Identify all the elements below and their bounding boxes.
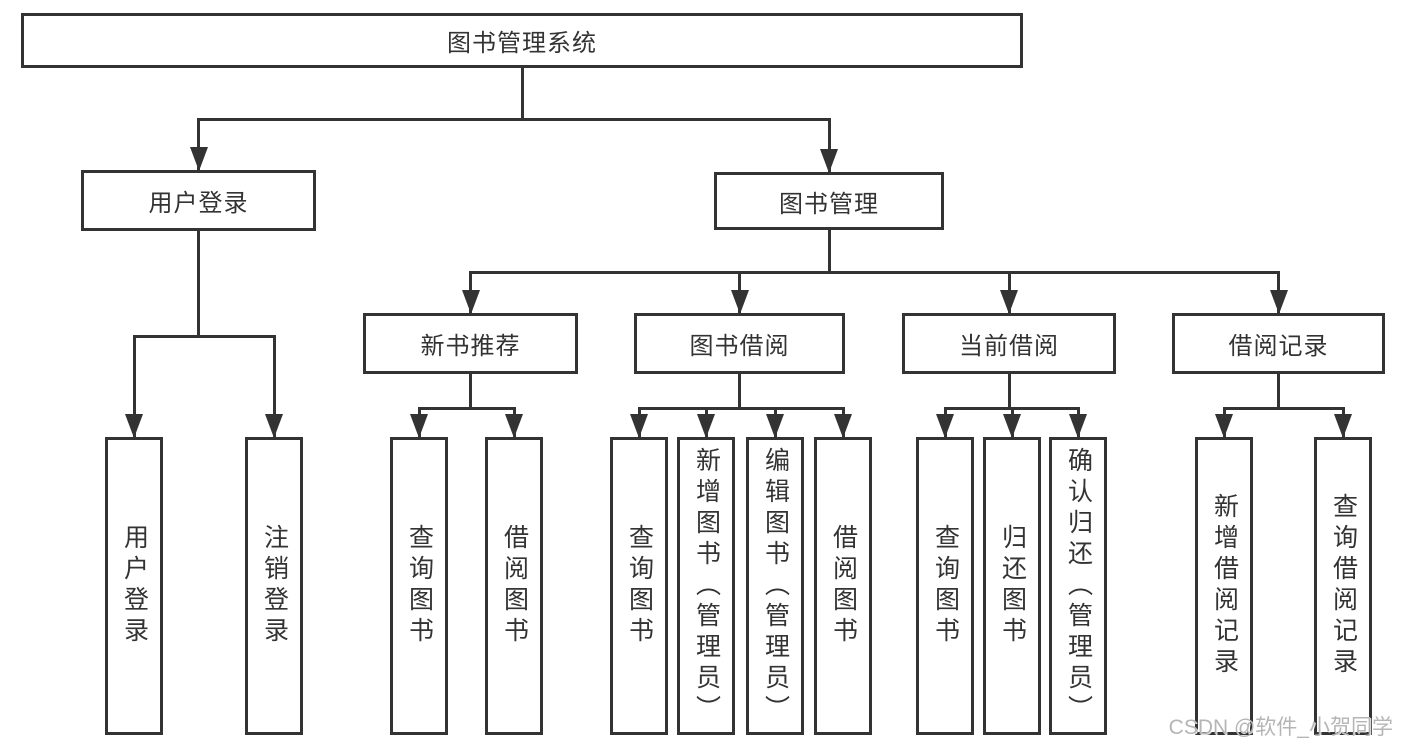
- connector-line: [637, 407, 845, 410]
- connector-line: [1222, 407, 1345, 410]
- connector-line: [272, 335, 276, 437]
- node-leaf-borrow-book-2: 借阅图书: [814, 437, 872, 735]
- node-leaf-return-book: 归还图书: [983, 437, 1041, 735]
- node-label-leaf-user-login: 用户登录: [120, 524, 149, 648]
- node-new-book-recommend: 新书推荐: [363, 313, 578, 374]
- node-label-leaf-return-book: 归还图书: [998, 524, 1027, 648]
- node-label-new-book-recommend: 新书推荐: [420, 333, 521, 360]
- arrowhead-down-icon: [936, 414, 954, 438]
- node-leaf-borrow-book-1: 借阅图书: [485, 437, 543, 735]
- node-leaf-query-book-3: 查询图书: [916, 437, 974, 735]
- connector-line: [827, 230, 831, 274]
- arrowhead-down-icon: [461, 290, 480, 314]
- node-leaf-user-login: 用户登录: [105, 437, 163, 735]
- node-label-current-borrowing: 当前借阅: [959, 333, 1059, 360]
- connector-line: [197, 118, 831, 121]
- arrowhead-down-icon: [820, 149, 838, 173]
- node-label-book-management: 图书管理: [779, 190, 879, 218]
- node-label-user-login: 用户登录: [148, 190, 249, 217]
- node-label-leaf-borrow-book-1: 借阅图书: [500, 524, 529, 648]
- node-leaf-add-record: 新增借阅记录: [1195, 437, 1253, 735]
- connector-line: [417, 407, 516, 410]
- node-leaf-edit-book: 编辑图书（管理员）: [746, 437, 804, 735]
- arrowhead-down-icon: [730, 290, 749, 314]
- arrowhead-down-icon: [697, 414, 715, 438]
- arrowhead-down-icon: [505, 414, 523, 438]
- node-label-leaf-logout: 注销登录: [260, 524, 289, 648]
- connector-line: [132, 335, 136, 437]
- node-label-leaf-borrow-book-2: 借阅图书: [829, 524, 858, 648]
- arrowhead-down-icon: [265, 414, 283, 438]
- node-leaf-query-book-2: 查询图书: [610, 437, 668, 735]
- node-user-login: 用户登录: [81, 170, 316, 231]
- connector-line: [469, 271, 1280, 274]
- connector-line: [197, 118, 200, 170]
- node-book-management: 图书管理: [714, 172, 944, 230]
- node-label-leaf-confirm-return: 确认归还（管理员）: [1064, 446, 1093, 726]
- connector-line: [520, 68, 524, 121]
- node-borrowing-records: 借阅记录: [1172, 313, 1385, 374]
- connector-line: [1007, 374, 1011, 410]
- connector-line: [197, 231, 200, 338]
- connector-line: [738, 374, 741, 410]
- arrowhead-down-icon: [1003, 414, 1021, 438]
- node-label-leaf-edit-book: 编辑图书（管理员）: [761, 446, 790, 726]
- node-label-book-borrowing: 图书借阅: [689, 333, 790, 360]
- node-label-leaf-query-record: 查询借阅记录: [1329, 493, 1358, 679]
- arrowhead-down-icon: [766, 414, 784, 438]
- connector-line: [827, 118, 831, 172]
- node-leaf-query-record: 查询借阅记录: [1314, 437, 1372, 735]
- node-current-borrowing: 当前借阅: [902, 313, 1116, 374]
- csdn-watermark: CSDN @软件_小贺同学: [1168, 716, 1393, 739]
- node-leaf-add-book: 新增图书（管理员）: [677, 437, 735, 735]
- connector-line: [132, 335, 276, 338]
- node-label-leaf-query-book-3: 查询图书: [931, 524, 960, 648]
- connector-line: [469, 374, 472, 410]
- node-label-borrowing-records: 借阅记录: [1228, 333, 1329, 360]
- arrowhead-down-icon: [410, 414, 428, 438]
- arrowhead-down-icon: [125, 414, 143, 438]
- node-label-leaf-query-book-1: 查询图书: [405, 524, 434, 648]
- arrowhead-down-icon: [834, 414, 852, 438]
- node-label-root: 图书管理系统: [447, 30, 597, 57]
- arrowhead-down-icon: [1269, 290, 1288, 314]
- node-label-leaf-add-book: 新增图书（管理员）: [692, 446, 721, 726]
- node-root: 图书管理系统: [21, 13, 1023, 68]
- node-label-leaf-add-record: 新增借阅记录: [1210, 493, 1239, 679]
- node-label-leaf-query-book-2: 查询图书: [625, 524, 654, 648]
- node-leaf-confirm-return: 确认归还（管理员）: [1049, 437, 1107, 735]
- arrowhead-down-icon: [630, 414, 648, 438]
- connector-line: [1277, 374, 1280, 410]
- node-leaf-query-book-1: 查询图书: [390, 437, 448, 735]
- arrowhead-down-icon: [1000, 290, 1018, 314]
- arrowhead-down-icon: [1215, 414, 1233, 438]
- arrowhead-down-icon: [189, 147, 208, 171]
- node-book-borrowing: 图书借阅: [634, 313, 845, 374]
- arrowhead-down-icon: [1334, 414, 1352, 438]
- node-leaf-logout: 注销登录: [245, 437, 303, 735]
- arrowhead-down-icon: [1069, 414, 1087, 438]
